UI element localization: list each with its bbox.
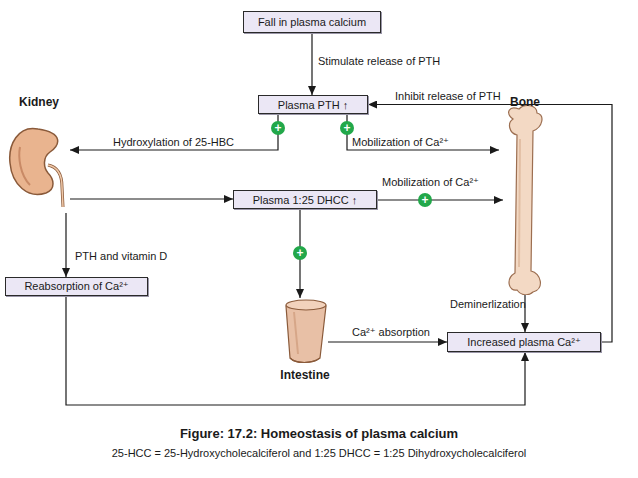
stimulation-sign: + (293, 246, 307, 260)
edge-label: PTH and vitamin D (75, 250, 167, 262)
trigger-box: Fall in plasma calcium (243, 11, 381, 33)
intestine-node: Intestine (270, 296, 340, 386)
abbreviation-note: 25-HCC = 25-Hydroxycholecalciferol and 1… (0, 447, 638, 459)
flow-arrow (65, 213, 66, 277)
bone-illustration (495, 95, 555, 295)
edge-label: Inhibit release of PTH (395, 90, 501, 102)
process-box: Reabsorption of Ca²⁺ (5, 277, 148, 296)
box-text: Fall in plasma calcium (258, 16, 366, 28)
edge-label: Stimulate release of PTH (318, 55, 440, 67)
kidney-node: Kidney (8, 95, 70, 213)
stimulation-sign: + (418, 193, 432, 207)
organ-label: Kidney (8, 95, 70, 109)
edge-label: Hydroxylation of 25-HBC (113, 136, 234, 148)
box-text: Increased plasma Ca²⁺ (467, 336, 580, 349)
result-box: Increased plasma Ca²⁺ (447, 332, 601, 352)
stimulation-sign: + (340, 121, 354, 135)
hormone-box: Plasma PTH ↑ (258, 95, 368, 114)
stimulation-sign: + (271, 121, 285, 135)
edge-label: Mobilization of Ca²⁺ (382, 176, 479, 189)
figure-caption: Figure: 17.2: Homeostasis of plasma calc… (0, 426, 638, 441)
hormone-box: Plasma 1:25 DHCC ↑ (233, 190, 377, 209)
organ-label: Intestine (270, 368, 340, 382)
flow-arrow (328, 341, 447, 342)
edge-label: Ca²⁺ absorption (352, 326, 430, 339)
box-text: Plasma 1:25 DHCC ↑ (253, 194, 358, 206)
flow-arrow (311, 33, 312, 95)
flow-arrow (347, 114, 499, 150)
flow-arrow (70, 198, 233, 199)
box-text: Plasma PTH ↑ (278, 99, 348, 111)
kidney-illustration (8, 95, 70, 213)
organ-label: Bone (495, 95, 555, 109)
box-text: Reabsorption of Ca²⁺ (24, 280, 128, 293)
edge-label: Deminerlization (450, 298, 526, 310)
flow-arrow (70, 114, 278, 150)
flow-arrow (377, 199, 503, 200)
edge-label: Mobilization of Ca²⁺ (352, 136, 449, 149)
bone-node: Bone (495, 95, 555, 295)
